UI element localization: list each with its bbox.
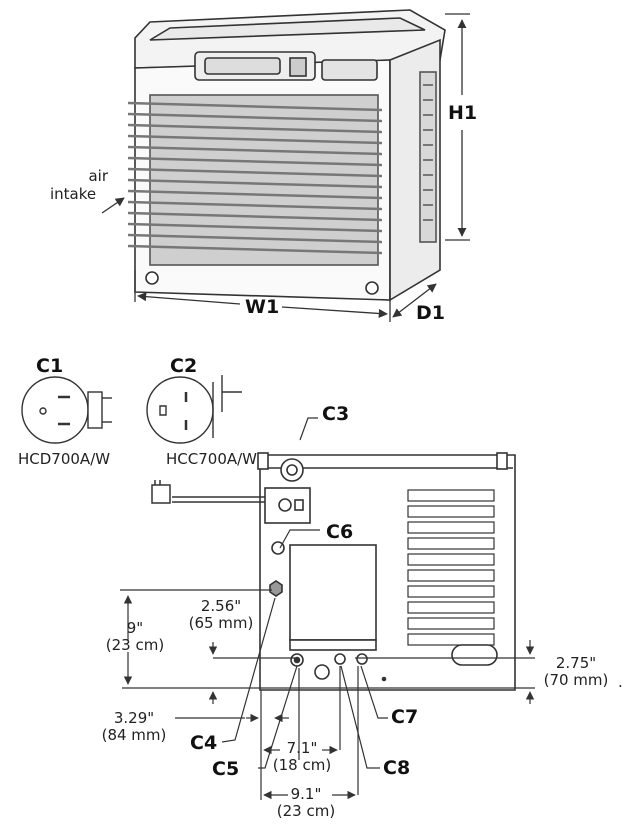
- label-c8: C8: [383, 757, 411, 779]
- label-c7: C7: [391, 706, 419, 728]
- label-c3: C3: [322, 403, 350, 425]
- dimension-lines-rear: [120, 417, 535, 800]
- connector-c2-label: C2: [170, 355, 198, 377]
- dimension-9-1-imperial: 9.1": [290, 785, 322, 803]
- dimension-9-1-metric: (23 cm): [276, 802, 336, 821]
- height-dimension-label: H1: [448, 102, 478, 124]
- air-intake-label-2: intake: [50, 185, 97, 203]
- dimension-2-75-trailing: .: [618, 673, 623, 691]
- label-c5: C5: [212, 758, 240, 780]
- dimension-7-1-imperial: 7.1": [286, 739, 318, 757]
- dimension-2-75-metric: (70 mm): [543, 671, 609, 690]
- dimension-9-in: 9" (23 cm): [100, 619, 170, 655]
- dimension-9-in-metric: (23 cm): [105, 636, 165, 655]
- dimension-2-75-in: 2.75" (70 mm): [538, 654, 614, 690]
- dimension-9-in-imperial: 9": [126, 619, 144, 637]
- dimension-3-29-in: 3.29" (84 mm): [94, 709, 174, 745]
- chiller-unit-front-view: [134, 9, 446, 302]
- label-c6: C6: [326, 521, 354, 543]
- dimension-lines-unit: [101, 13, 470, 322]
- front-grille-slats: [127, 101, 383, 255]
- dimension-7-1-metric: (18 cm): [272, 756, 332, 775]
- connector-c2-model: HCC700A/W: [166, 450, 258, 468]
- dimension-3-29-imperial: 3.29": [113, 709, 155, 727]
- connector-c2-plug: [146, 375, 242, 444]
- side-vent-slots: [423, 84, 433, 221]
- connector-c1-model: HCD700A/W: [18, 450, 111, 468]
- dimension-2-75-imperial: 2.75": [555, 654, 597, 672]
- dimension-9-1-in: 9.1" (23 cm): [270, 785, 342, 821]
- connector-c1-label: C1: [36, 355, 64, 377]
- depth-dimension-label: D1: [416, 302, 445, 324]
- dimension-2-56-in: 2.56" (65 mm): [186, 597, 256, 633]
- air-intake-line1: air: [88, 167, 108, 185]
- label-c4: C4: [190, 732, 218, 754]
- dimension-3-29-metric: (84 mm): [101, 726, 167, 745]
- chiller-unit-rear-view: [257, 452, 516, 691]
- dimension-7-1-in: 7.1" (18 cm): [266, 739, 338, 775]
- dimension-2-56-metric: (65 mm): [188, 614, 254, 633]
- air-intake-label: air: [68, 167, 108, 185]
- connector-c1-plug: [21, 376, 112, 444]
- width-dimension-label: W1: [245, 296, 280, 318]
- power-cord: [151, 480, 265, 504]
- dimension-2-56-imperial: 2.56": [200, 597, 242, 615]
